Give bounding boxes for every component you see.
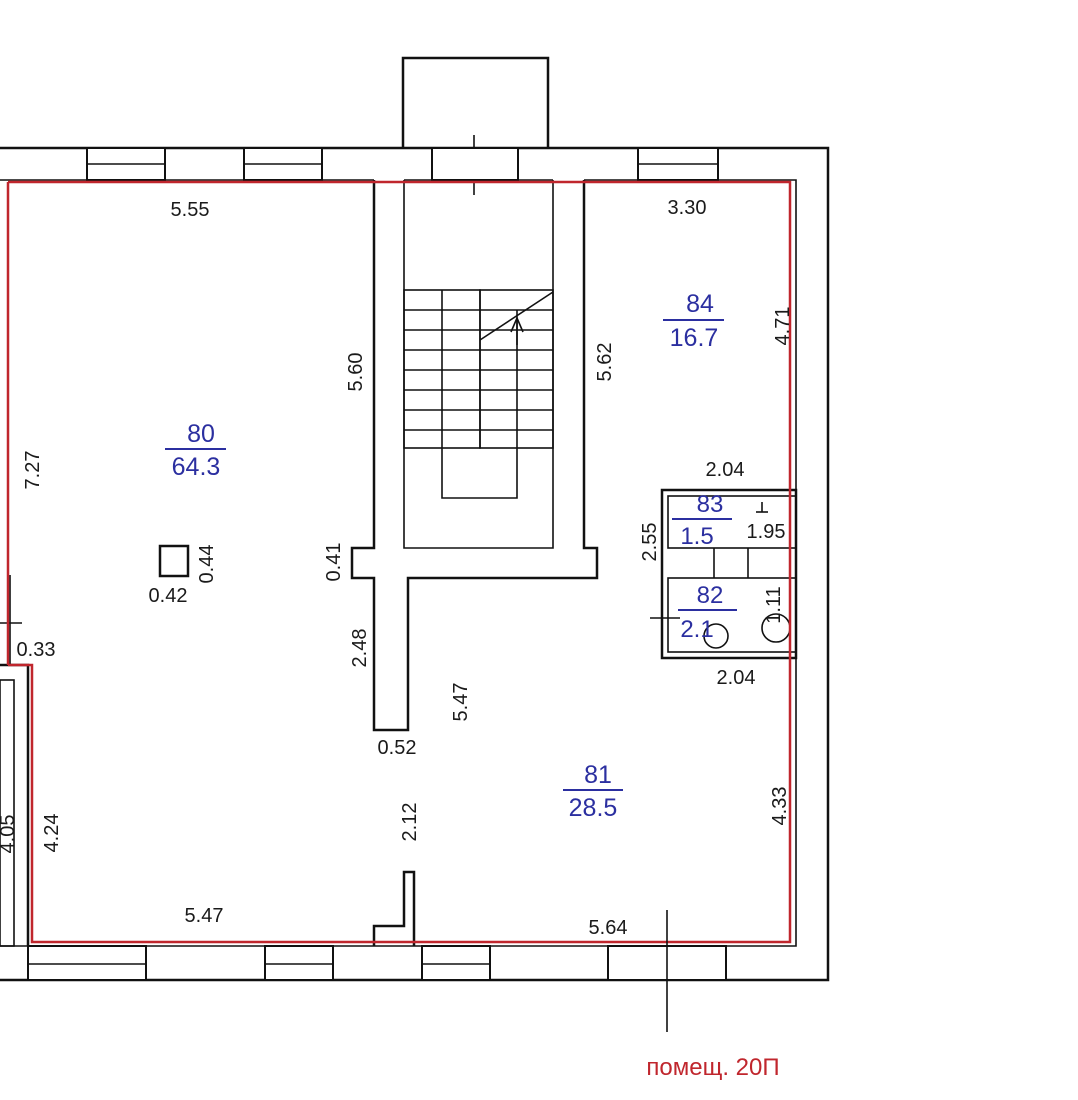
dim-stair-right-height: 5.62: [594, 343, 616, 382]
dim-wc83-inner: 1.95: [747, 521, 786, 543]
room-area: 16.7: [670, 324, 719, 352]
room-number: 81: [584, 761, 612, 789]
dim-partition-height: 2.48: [349, 629, 371, 668]
dim-room84-height: 4.71: [772, 307, 794, 346]
dim-top-left-width: 5.55: [171, 199, 210, 221]
room-number: 83: [697, 491, 724, 518]
windows-top: [86, 147, 719, 181]
dim-bottom-left-width: 5.47: [185, 905, 224, 927]
left-exterior-wall: [0, 575, 30, 947]
outer-walls: [0, 146, 830, 982]
room-number: 80: [187, 420, 215, 448]
dim-column-height: 0.44: [196, 545, 218, 584]
column: [158, 544, 190, 578]
room-area: 28.5: [569, 794, 618, 822]
dim-wc82-inner: 1.11: [763, 586, 785, 623]
room-label-82: 82 2.1: [678, 582, 737, 643]
dim-column-width: 0.42: [149, 585, 188, 607]
dim-wall-stub: 0.41: [323, 543, 345, 582]
room-label-83: 83 1.5: [672, 491, 732, 550]
dim-right-lower-height: 4.33: [769, 787, 791, 826]
staircase: [403, 289, 554, 499]
room-area: 64.3: [172, 453, 221, 481]
room-number: 84: [686, 290, 714, 318]
stairwell-walls: [350, 180, 599, 732]
dim-bottom-right-width: 5.64: [589, 917, 628, 939]
room-area: 1.5: [680, 523, 713, 550]
dim-wc-bottom-width: 2.04: [717, 667, 756, 689]
dim-bottom-left-height: 4.24: [41, 814, 63, 853]
dim-center-height: 5.47: [450, 683, 472, 722]
dim-outside-left: 4.05: [0, 815, 19, 854]
dim-wc-top-width: 2.04: [706, 459, 745, 481]
dim-left-small: 0.33: [17, 639, 56, 661]
bottom-partition: [372, 870, 416, 946]
room-label-81: 81 28.5: [563, 761, 623, 822]
room-area: 2.1: [680, 616, 713, 643]
room-label-84: 84 16.7: [663, 290, 724, 352]
room-number: 82: [697, 582, 724, 609]
room-label-80: 80 64.3: [165, 420, 226, 481]
dim-stair-left-height: 5.60: [345, 353, 367, 392]
dim-door-gap: 2.12: [399, 803, 421, 842]
wc-block: [650, 488, 798, 660]
dim-top-right-width: 3.30: [668, 197, 707, 219]
dim-left-height: 7.27: [22, 451, 44, 490]
dim-wc-height: 2.55: [639, 523, 661, 562]
premise-boundary: [6, 180, 792, 944]
dim-partition-width: 0.52: [378, 737, 417, 759]
windows-bottom: [27, 945, 727, 981]
premise-label: помещ. 20П: [646, 1054, 779, 1081]
